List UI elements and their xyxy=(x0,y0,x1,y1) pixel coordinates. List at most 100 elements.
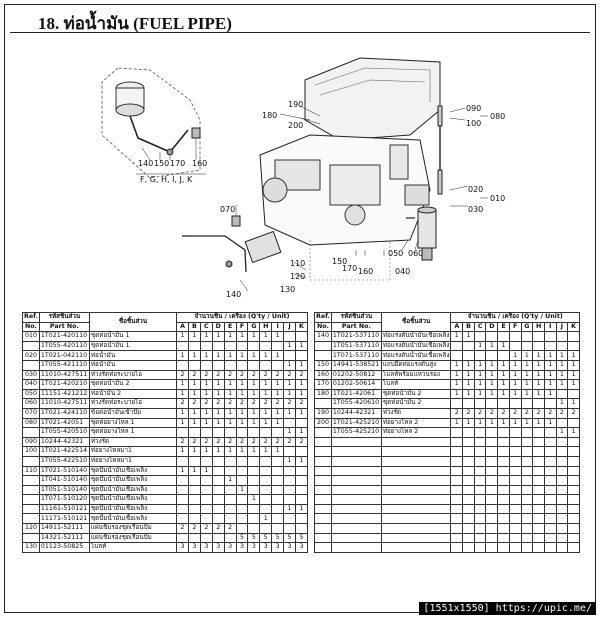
empty-cell xyxy=(485,455,499,467)
qty-cell xyxy=(485,350,499,361)
qty-cell: 1 xyxy=(235,331,249,342)
qty-cell: 1 xyxy=(294,388,309,400)
header-part-th: รหัสชิ้นส่วน xyxy=(330,312,382,323)
empty-cell xyxy=(485,484,499,496)
qty-cell xyxy=(235,465,249,477)
part-name-cell: ชุดท่อยางไหล 1 xyxy=(88,417,178,429)
empty-cell xyxy=(485,465,499,477)
empty-cell xyxy=(314,532,332,544)
ref-cell: 110 xyxy=(22,465,40,477)
empty-cell xyxy=(567,446,580,457)
qty-cell: 2 xyxy=(520,407,534,419)
qty-cell: 1 xyxy=(450,388,464,400)
qty-cell xyxy=(567,417,580,429)
empty-cell xyxy=(450,542,464,553)
qty-cell: 2 xyxy=(259,369,273,381)
qty-cell: 1 xyxy=(223,350,237,361)
table-row xyxy=(314,523,580,534)
ref-cell: 200 xyxy=(314,417,332,429)
qty-cell: 1 xyxy=(473,359,487,371)
empty-cell xyxy=(520,455,534,467)
qty-cell: 2 xyxy=(211,398,225,409)
part-name-cell: ท่อน้ำมัน xyxy=(88,359,178,371)
empty-cell xyxy=(543,455,557,467)
qty-cell xyxy=(294,494,309,505)
empty-cell xyxy=(520,465,534,477)
qty-cell: 1 xyxy=(271,379,285,390)
empty-cell xyxy=(520,532,534,544)
empty-cell xyxy=(462,532,475,544)
part-number-cell: 01202-50614 xyxy=(330,379,382,390)
qty-cell: 3 xyxy=(187,542,201,553)
qty-cell xyxy=(259,359,273,371)
qty-cell: 1 xyxy=(520,350,534,361)
qty-cell: 1 xyxy=(259,446,273,457)
qty-cell xyxy=(187,513,201,525)
ref-cell xyxy=(22,475,40,486)
qty-cell xyxy=(271,494,285,505)
qty-cell xyxy=(485,427,499,438)
empty-cell xyxy=(555,465,569,477)
qty-cell xyxy=(532,340,545,352)
empty-cell xyxy=(520,436,534,448)
empty-cell xyxy=(380,532,452,544)
qty-cell: 1 xyxy=(485,379,499,390)
qty-cell xyxy=(283,350,296,361)
empty-cell xyxy=(508,494,522,505)
empty-cell xyxy=(543,446,557,457)
callout-060: 060 xyxy=(408,249,423,258)
part-name-cell: ห่วงรัด xyxy=(380,407,452,419)
qty-cell: 2 xyxy=(176,369,189,381)
qty-cell: 1 xyxy=(462,331,475,342)
qty-cell: 1 xyxy=(485,340,499,352)
empty-cell xyxy=(330,532,382,544)
qty-cell: 1 xyxy=(450,379,464,390)
qty-cell: 1 xyxy=(271,407,285,419)
qty-cell: 1 xyxy=(555,350,569,361)
qty-cell xyxy=(283,523,296,534)
qty-cell: 5 xyxy=(271,532,285,544)
empty-cell xyxy=(508,532,522,544)
qty-cell xyxy=(211,455,225,467)
qty-cell xyxy=(211,484,225,496)
qty-cell: 5 xyxy=(259,532,273,544)
empty-cell xyxy=(473,446,487,457)
ref-cell: 020 xyxy=(22,350,40,361)
empty-cell xyxy=(543,475,557,486)
qty-cell: 1 xyxy=(555,359,569,371)
header-ref: Ref. xyxy=(314,312,332,323)
qty-cell: 1 xyxy=(235,350,249,361)
part-number-cell: 1T021-425210 xyxy=(330,417,382,429)
qty-cell: 1 xyxy=(187,388,201,400)
qty-cell xyxy=(283,465,296,477)
callout-040: 040 xyxy=(395,267,410,276)
qty-cell: 1 xyxy=(199,379,213,390)
qty-cell: 1 xyxy=(532,359,545,371)
part-name-cell: โบลท์ xyxy=(88,542,178,553)
qty-cell xyxy=(199,532,213,544)
empty-cell xyxy=(520,494,534,505)
qty-cell xyxy=(271,475,285,486)
table-row xyxy=(314,484,580,496)
ref-cell xyxy=(314,350,332,361)
qty-cell: 1 xyxy=(187,379,201,390)
empty-cell xyxy=(567,484,580,496)
qty-cell xyxy=(283,513,296,525)
table-row xyxy=(314,494,580,505)
qty-cell: 1 xyxy=(520,388,534,400)
model-header-a: A xyxy=(176,321,189,333)
qty-cell: 1 xyxy=(462,379,475,390)
ref-cell xyxy=(22,494,40,505)
qty-cell: 1 xyxy=(567,398,580,409)
ref-cell: 060 xyxy=(22,398,40,409)
empty-cell xyxy=(380,523,452,534)
qty-cell: 1 xyxy=(497,388,510,400)
qty-cell: 2 xyxy=(199,523,213,534)
part-name-cell: ท่อยางไหล 2 xyxy=(380,427,452,438)
